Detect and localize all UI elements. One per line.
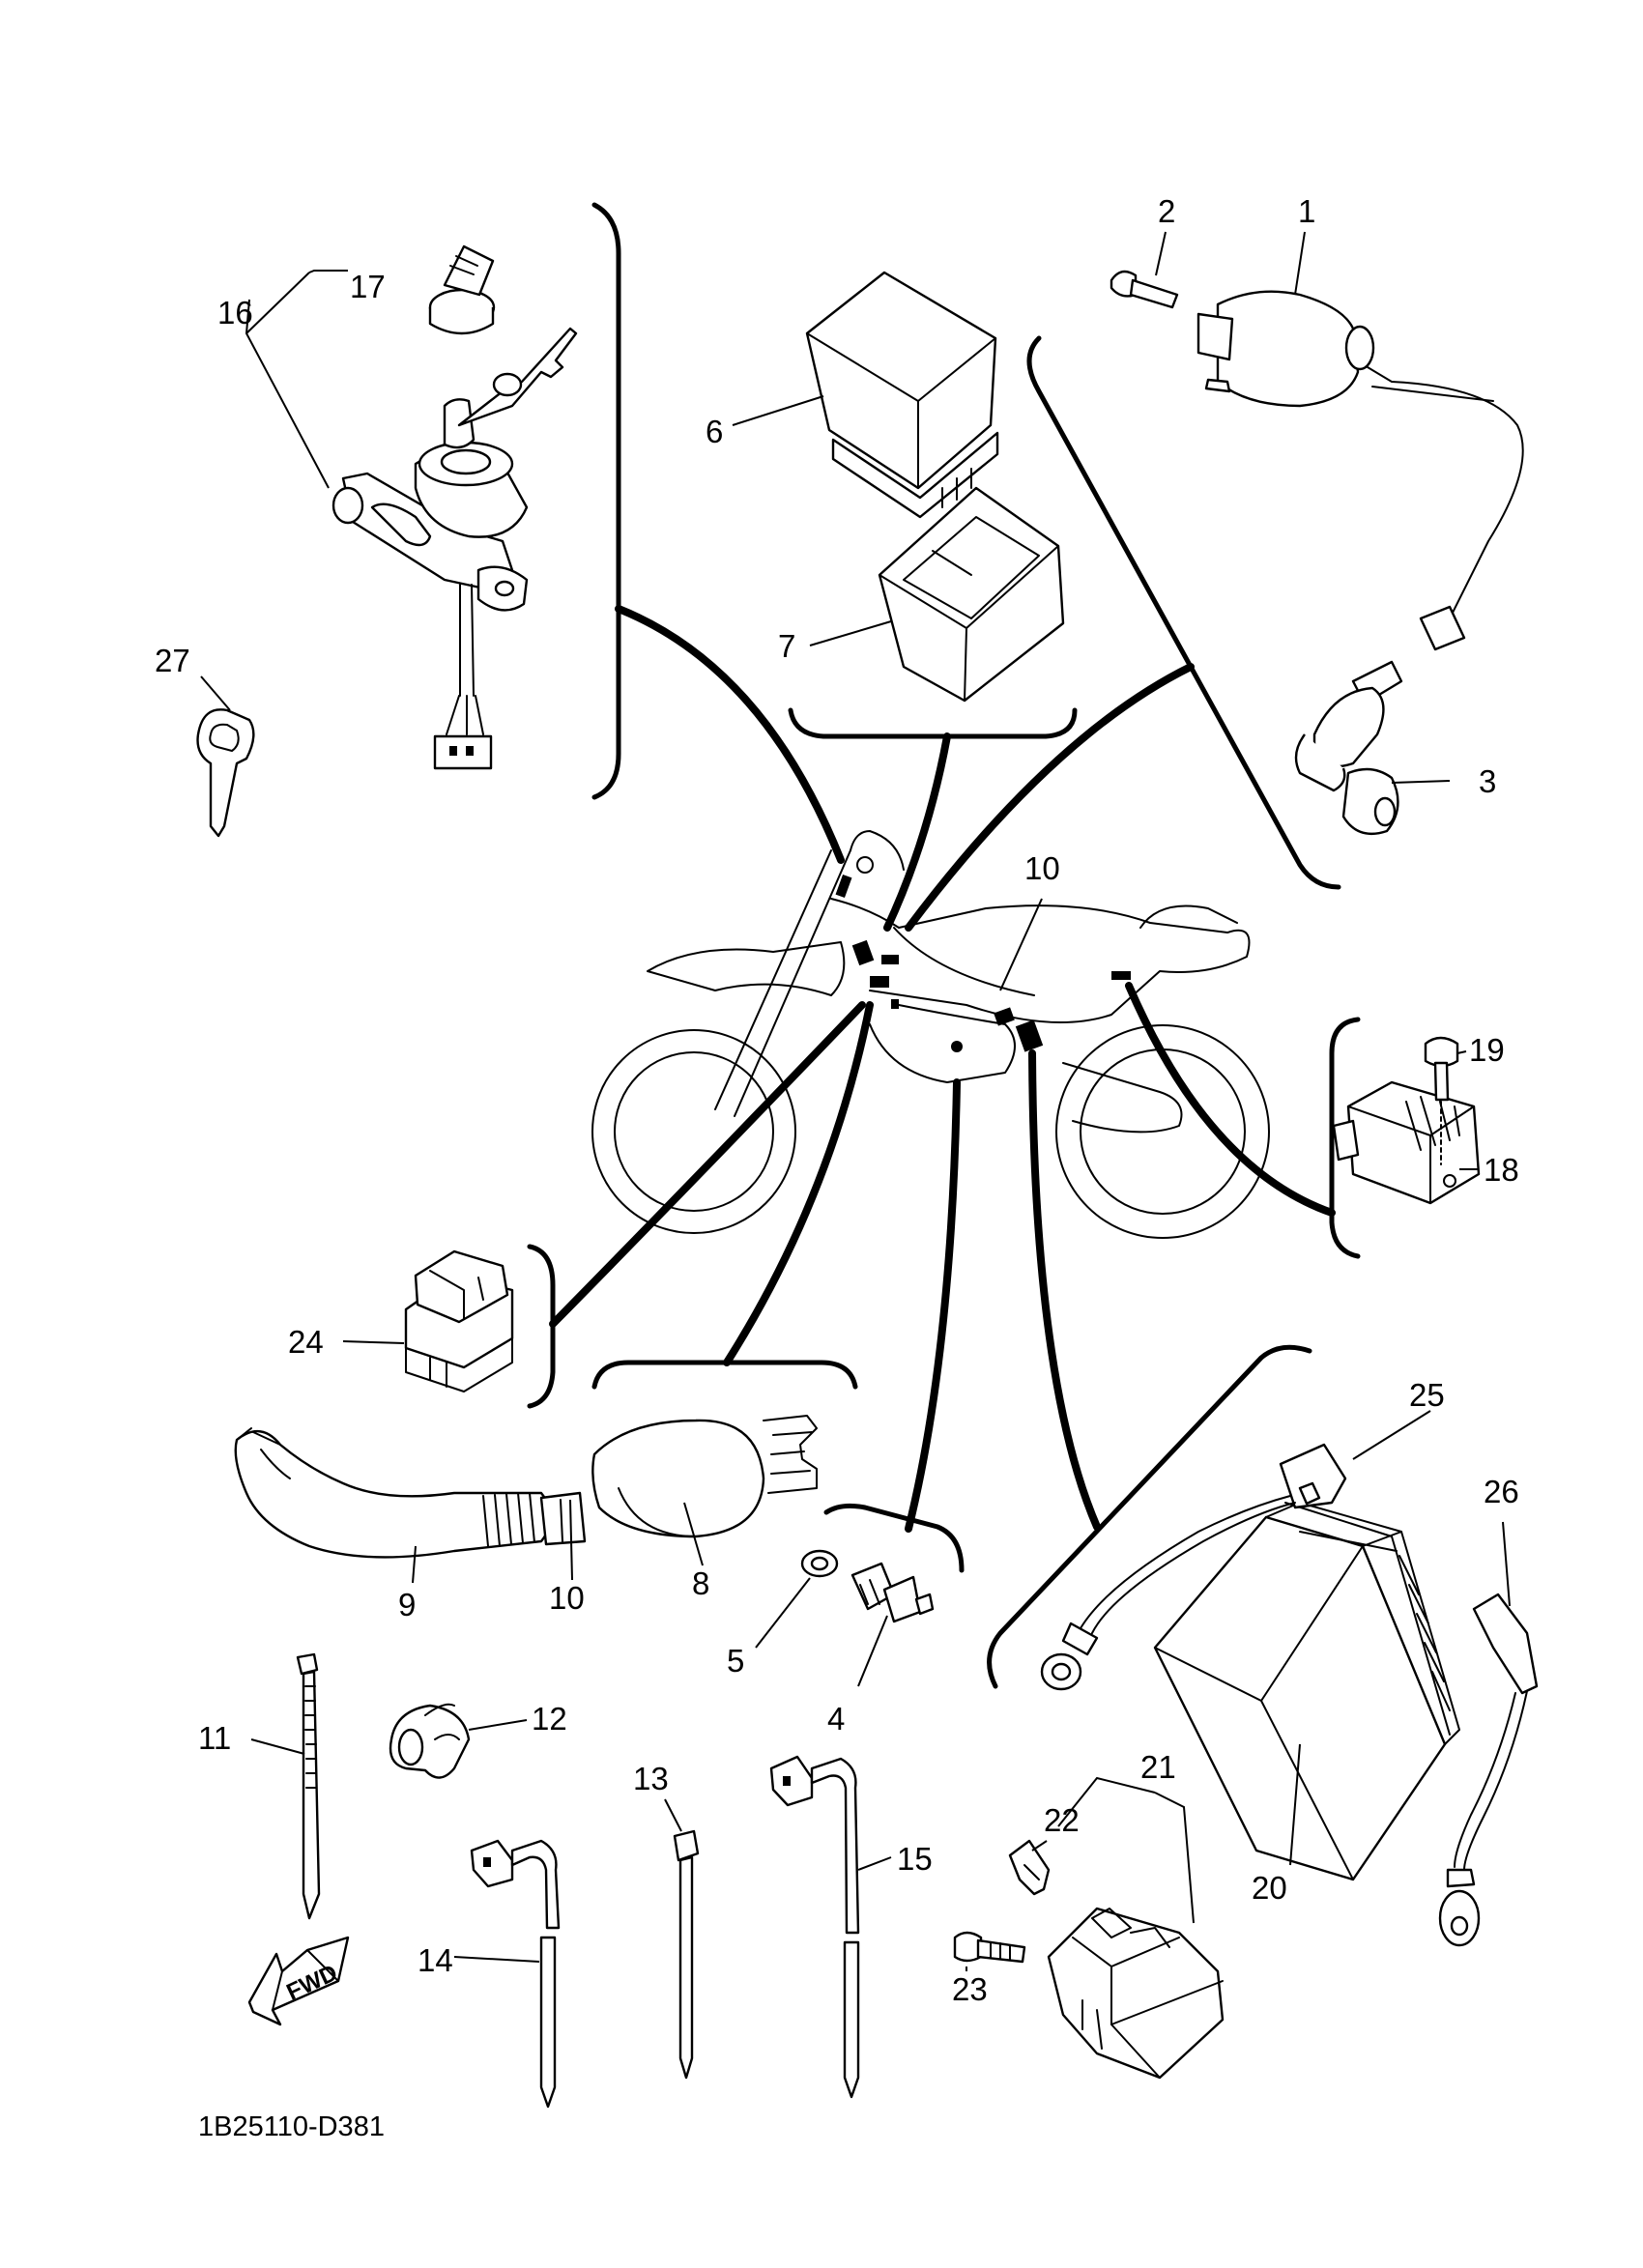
callout-3: 3 (1479, 763, 1496, 799)
motorcycle-outline (591, 830, 1270, 1239)
battery-lead-26 (1438, 1593, 1539, 1947)
callout-27: 27 (155, 643, 190, 678)
ignition-coil (1196, 290, 1524, 651)
leader-relay24 (549, 1001, 866, 1328)
sensor-4 (850, 1562, 935, 1623)
starter-relay-21 (1047, 1907, 1225, 2080)
group-bracket-harness (591, 1360, 858, 1390)
relay-6 (805, 271, 999, 519)
main-switch-16 (331, 327, 578, 770)
cable-tie-13 (673, 1829, 700, 2080)
leader-ignition (615, 605, 845, 864)
fwd-arrow-icon: FWD (247, 1936, 350, 2026)
callout-leaders (200, 231, 1511, 1971)
bolt-23 (953, 1931, 1026, 1964)
callout-9: 9 (398, 1587, 416, 1622)
group-bracket-sensor (823, 1503, 965, 1573)
callout-8: 8 (692, 1565, 709, 1601)
callout-22: 22 (1044, 1802, 1080, 1838)
callout-10-bike: 10 (1024, 850, 1060, 886)
group-bracket-relay24 (527, 1244, 556, 1409)
callout-25: 25 (1409, 1377, 1445, 1413)
leader-harness (723, 1001, 874, 1366)
callout-17: 17 (350, 269, 386, 304)
key-27 (196, 708, 255, 838)
callout-24: 24 (288, 1324, 324, 1360)
callout-6: 6 (706, 414, 723, 449)
leader-rectifier (1125, 982, 1336, 1217)
callout-19: 19 (1469, 1032, 1505, 1068)
callout-2: 2 (1158, 193, 1175, 229)
callout-11: 11 (198, 1720, 231, 1756)
clamp-12 (389, 1703, 471, 1779)
callout-4: 4 (827, 1701, 845, 1737)
group-bracket-ignition (591, 202, 621, 800)
leader-battery (1028, 1049, 1101, 1531)
battery-20 (1153, 1502, 1460, 1881)
wire-harness-section (234, 1415, 818, 1559)
bolt-2 (1110, 270, 1179, 309)
group-bracket-rectifier (1329, 1017, 1361, 1259)
cable-tie-11 (296, 1652, 321, 1920)
callout-10-harness: 10 (549, 1580, 585, 1616)
washer-5 (800, 1549, 839, 1578)
group-bracket-battery (987, 1344, 1312, 1689)
callout-15: 15 (897, 1841, 933, 1877)
cap-17 (428, 244, 496, 335)
callout-5: 5 (727, 1643, 744, 1679)
leader-relay (883, 732, 951, 932)
callout-21: 21 (1140, 1749, 1176, 1785)
leader-coil (905, 663, 1195, 932)
callout-13: 13 (633, 1761, 669, 1796)
callout-23: 23 (952, 1971, 988, 2007)
callout-14: 14 (418, 1942, 453, 1978)
callout-18: 18 (1484, 1152, 1519, 1188)
group-bracket-relay (788, 707, 1078, 739)
group-bracket-coil (1026, 335, 1341, 890)
callout-16: 16 (217, 295, 253, 330)
clip-22 (1008, 1839, 1051, 1896)
callout-20: 20 (1252, 1870, 1287, 1906)
lead-14 (470, 1839, 561, 2109)
relay-24 (404, 1249, 514, 1392)
callout-1: 1 (1298, 193, 1315, 229)
lead-15 (769, 1755, 860, 2099)
callout-numbers: 1 2 3 4 5 6 7 8 9 10 10 11 12 13 14 15 1… (155, 193, 1519, 2007)
callout-7: 7 (778, 628, 795, 664)
leader-sensor (905, 1078, 961, 1533)
rectifier-18 (1332, 1080, 1481, 1205)
diagram-code: 1B25110-D381 (198, 2111, 385, 2142)
bolt-19 (1424, 1036, 1459, 1165)
battery-lead-25 (1040, 1443, 1347, 1691)
spark-plug-cap (1294, 660, 1403, 836)
relay-cover-7 (878, 486, 1065, 703)
callout-26: 26 (1484, 1474, 1519, 1509)
callout-12: 12 (532, 1701, 567, 1737)
